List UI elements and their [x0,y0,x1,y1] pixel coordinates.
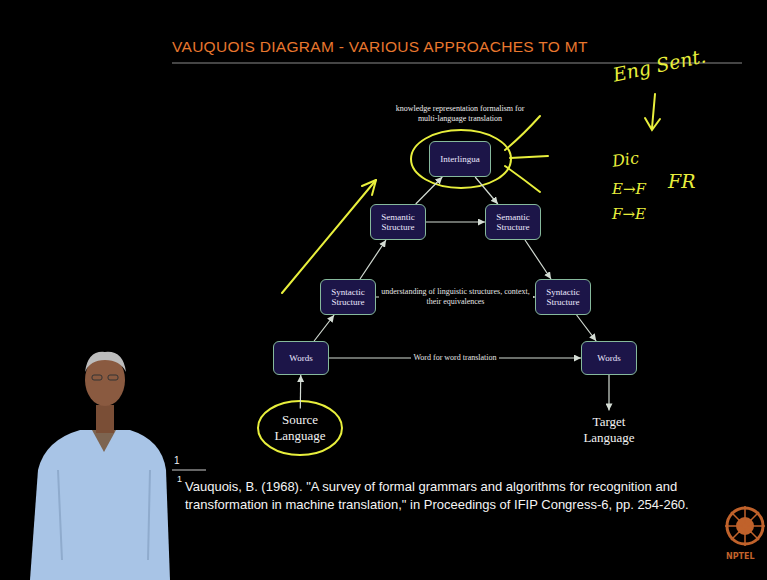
connector-arrow [577,315,597,341]
words-box: Words [581,341,637,375]
node-label: Words [597,353,620,363]
handwritten-note: F→E [612,205,646,223]
nptel-logo [725,506,765,546]
connector-arrow [426,221,485,222]
semantic-box: Semantic Structure [485,204,541,240]
connector-arrow [525,240,551,279]
node-label: Semantic Structure [496,212,530,233]
logo-text: NPTEL [726,552,755,561]
language-text: Target Language [583,414,634,445]
connector-arrow [416,177,443,204]
connector-arrow [608,375,609,410]
node-label: Syntactic Structure [546,287,580,308]
language-text: Source Language [274,412,325,443]
hand-annotation [258,94,660,455]
node-label: Syntactic Structure [331,287,365,308]
connector-arrow [314,315,334,341]
handwritten-note: Dic [611,148,640,171]
node-label: Source Language [274,412,325,443]
node-label: Words [289,353,312,363]
words-box: Words [273,341,329,375]
annotation-text: knowledge representation formalism for m… [395,104,525,123]
connector-arrow [475,177,498,204]
node-label: Interlingua [440,154,480,164]
handwritten-note: E→F [612,180,646,198]
edge-label: Word for word translation [411,353,498,363]
syntactic-box: Syntactic Structure [320,279,376,315]
citation-text: Vauquois, B. (1968). "A survey of formal… [185,478,753,513]
node-label: Target Language [583,414,634,445]
connector-arrow [360,240,386,279]
slide-title: VAUQUOIS DIAGRAM - VARIOUS APPROACHES TO… [172,38,588,56]
footnote-number: 1 [174,455,180,466]
syntactic-box: Syntactic Structure [535,279,591,315]
edge-label: understanding of linguistic structures, … [379,287,533,306]
handwritten-note: FR [668,170,696,192]
node-label: Semantic Structure [381,212,415,233]
semantic-box: Semantic Structure [370,204,426,240]
connector-arrow [300,375,302,408]
handwritten-note: Eng Sent. [611,44,708,85]
interlingua-box: Interlingua [429,141,491,177]
presenter-figure [30,352,170,580]
footnote-number: 1 [177,474,182,484]
footnote-rule [172,470,206,471]
